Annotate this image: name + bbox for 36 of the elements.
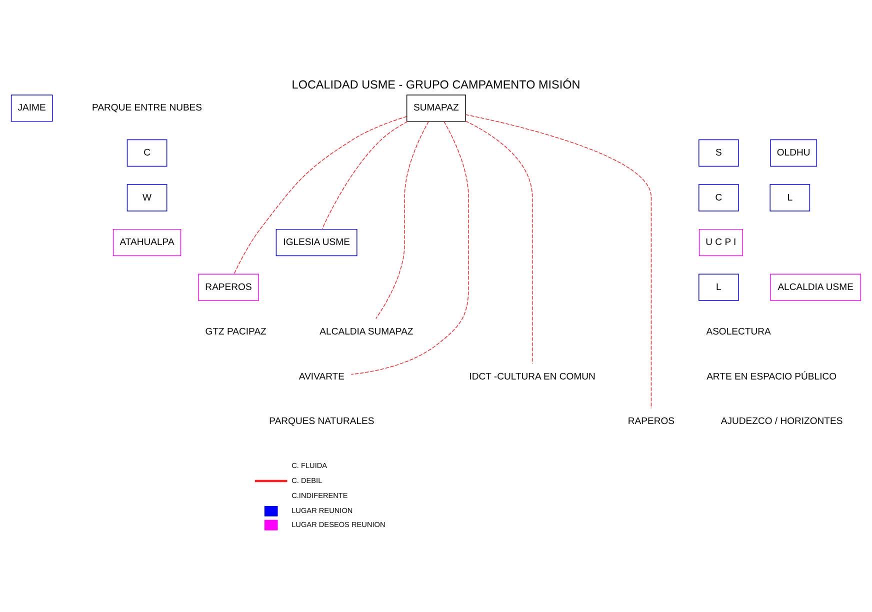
node-text: ALCALDIA SUMAPAZ [320,326,414,338]
node-box: ATAHUALPA [112,228,182,256]
node-box: ALCALDIA USME [770,274,862,301]
node-box: OLDHU [770,139,818,167]
connector [350,121,469,375]
node-box: L [770,184,810,212]
node-box: SUMAPAZ [406,94,466,122]
node-text: RAPEROS [628,416,675,428]
connector [465,114,652,409]
node-box: C [126,139,168,167]
node-box: IGLESIA USME [276,228,358,256]
node-box: C [698,184,739,212]
label: GTZ PACIPAZ [205,326,266,338]
diagram-title: LOCALIDAD USME - GRUPO CAMPAMENTO MISIÓN [292,78,580,92]
node-box: W [126,184,168,212]
legend-label: C. DEBIL [292,476,322,485]
connector [234,116,408,274]
label: PARQUE ENTRE NUBES [92,102,202,114]
legend-label: LUGAR DESEOS REUNION [292,520,386,529]
node-text: AVIVARTE [298,371,344,382]
label: PARQUES NATURALES [269,416,374,428]
label: ASOLECTURA [706,326,771,338]
connector [465,120,533,364]
legend-label: C. FLUIDA [292,460,328,470]
connector [376,121,429,319]
legend-label: LUGAR REUNION [292,506,353,515]
label: AJUDEZCO / HORIZONTES [720,416,843,428]
connector [322,121,408,230]
legend-label: C.INDIFERENTE [292,490,348,500]
node-box: U C P I [698,228,743,256]
node-box: RAPEROS [198,274,259,301]
label: ARTE EN ESPACIO PÚBLICO [706,371,837,382]
node-box: S [698,139,739,167]
node-text: IDCT -CULTURA EN COMUN [469,371,596,382]
node-box: JAIME [10,94,53,122]
node-box: L [698,274,739,301]
